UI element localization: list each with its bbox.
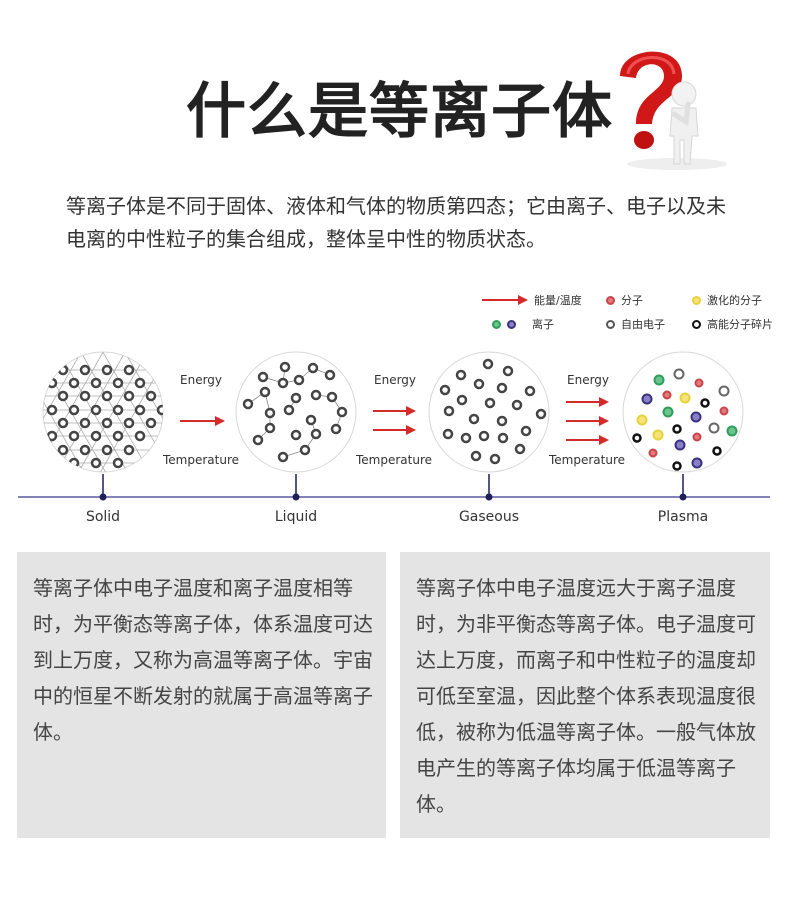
timeline-node-liquid bbox=[292, 493, 300, 501]
card-text: 等离子体中电子温度远大于离子温度时，为非平衡态等离子体。电子温度可达上万度，而离… bbox=[416, 576, 756, 816]
energy-label: Energy bbox=[374, 373, 417, 387]
liquid-circle bbox=[235, 351, 357, 473]
legend: 能量/温度 分子 激化的分子 离子 自由电子 高能分子碎片 bbox=[482, 292, 782, 332]
energy-label: Energy bbox=[567, 373, 610, 387]
molecule-dot-icon bbox=[606, 295, 615, 305]
energy-label: Energy bbox=[180, 373, 223, 387]
non-equilibrium-plasma-card: 等离子体中电子温度远大于离子温度时，为非平衡态等离子体。电子温度可达上万度，而离… bbox=[400, 552, 770, 838]
states-of-matter-diagram: Energy Temperature Energy Temperature En… bbox=[0, 350, 790, 540]
gaseous-circle bbox=[428, 351, 550, 473]
state-label-liquid: Liquid bbox=[274, 509, 318, 525]
legend-item-excited-molecule: 激化的分子 bbox=[692, 292, 762, 308]
timeline-node-solid bbox=[99, 493, 107, 501]
timeline-node-plasma bbox=[679, 493, 687, 501]
excited-molecule-dot-icon bbox=[692, 295, 701, 305]
diagram-graphics bbox=[18, 351, 770, 501]
red-arrow-icon bbox=[482, 295, 528, 305]
legend-label: 自由电子 bbox=[621, 318, 665, 331]
legend-label: 激化的分子 bbox=[707, 294, 762, 307]
page-title: 什么是等离子体 bbox=[186, 77, 613, 147]
free-electron-dot-icon bbox=[606, 319, 615, 329]
legend-item-energy: 能量/温度 bbox=[482, 292, 582, 308]
legend-item-ion: 离子 bbox=[492, 316, 554, 332]
fragment-dot-icon bbox=[692, 319, 701, 329]
equilibrium-plasma-card: 等离子体中电子温度和离子温度相等时，为平衡态等离子体，体系温度可达到上万度，又称… bbox=[17, 552, 386, 838]
timeline-node-gaseous bbox=[485, 493, 493, 501]
ion-dot-purple-icon bbox=[507, 319, 516, 329]
temperature-label: Temperature bbox=[549, 453, 626, 467]
energy-arrows bbox=[180, 397, 609, 445]
temperature-label: Temperature bbox=[163, 453, 240, 467]
ion-dot-green-icon bbox=[492, 319, 501, 329]
plasma-circle bbox=[622, 351, 744, 473]
legend-item-fragment: 高能分子碎片 bbox=[692, 316, 773, 332]
card-text: 等离子体中电子温度和离子温度相等时，为平衡态等离子体，体系温度可达到上万度，又称… bbox=[33, 576, 373, 744]
state-label-plasma: Plasma bbox=[657, 509, 709, 525]
question-mark-figure-icon bbox=[620, 51, 727, 170]
intro-paragraph: 等离子体是不同于固体、液体和气体的物质第四态；它由离子、电子以及未电离的中性粒子… bbox=[66, 194, 726, 251]
legend-label: 离子 bbox=[532, 318, 554, 331]
legend-item-free-electron: 自由电子 bbox=[606, 316, 665, 332]
legend-item-molecule: 分子 bbox=[606, 292, 643, 308]
legend-label: 高能分子碎片 bbox=[707, 318, 773, 331]
legend-label: 能量/温度 bbox=[534, 294, 582, 307]
solid-lattice-circle bbox=[42, 351, 164, 473]
temperature-label: Temperature bbox=[356, 453, 433, 467]
state-label-gaseous: Gaseous bbox=[458, 509, 520, 525]
legend-label: 分子 bbox=[621, 294, 643, 307]
state-label-solid: Solid bbox=[85, 509, 121, 525]
